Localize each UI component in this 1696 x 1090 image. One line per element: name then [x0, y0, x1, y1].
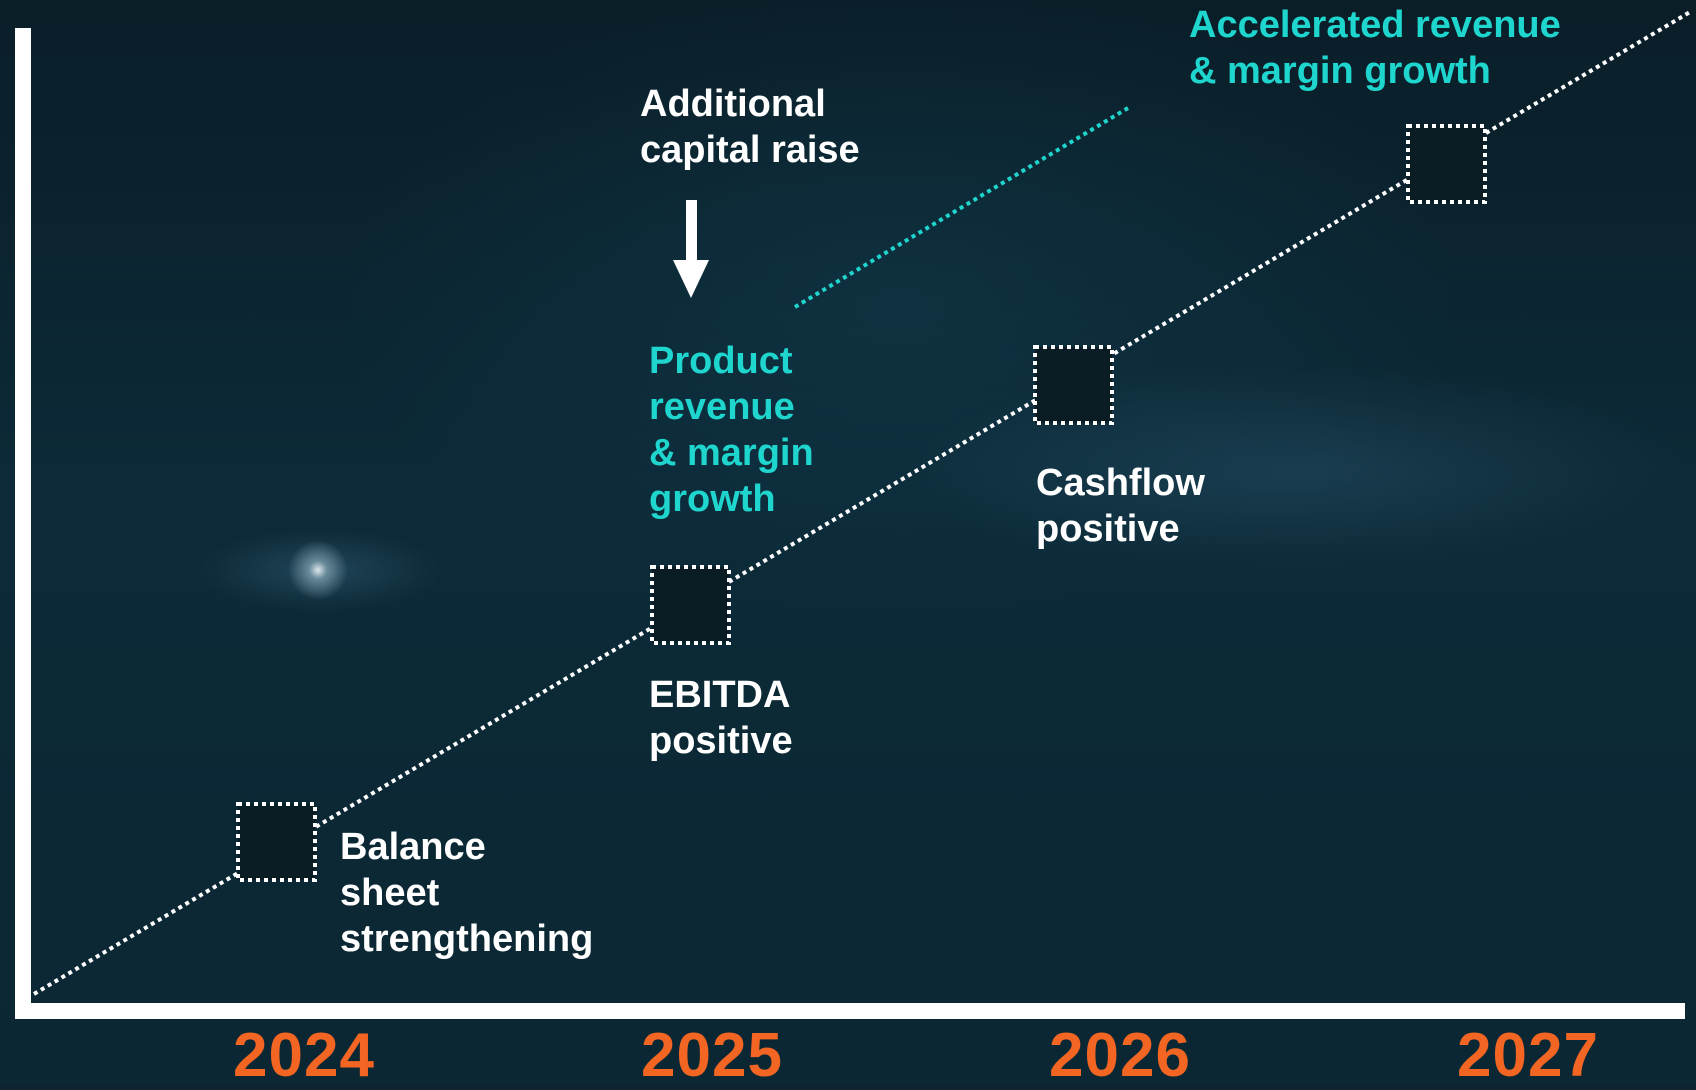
- annotation-product-growth: Product revenue & margin growth: [649, 340, 814, 520]
- arrow-down-icon: [673, 200, 709, 298]
- year-label-2024: 2024: [233, 1021, 375, 1090]
- year-label-2025: 2025: [641, 1021, 783, 1090]
- milestone-label-balance-sheet: Balance sheet strengthening: [340, 826, 594, 960]
- milestone-box-balance: [236, 802, 317, 882]
- milestone-box-accelerated: [1406, 124, 1487, 204]
- light-flare: [278, 540, 358, 600]
- annotation-capital-raise: Additional capital raise: [640, 83, 860, 171]
- year-label-2026: 2026: [1049, 1021, 1191, 1090]
- annotation-accelerated-growth: Accelerated revenue & margin growth: [1189, 4, 1561, 92]
- accelerated-growth-line: [793, 106, 1130, 309]
- milestone-box-ebitda: [650, 565, 731, 645]
- milestone-label-ebitda: EBITDA positive: [649, 674, 793, 762]
- y-axis: [15, 28, 31, 1018]
- milestone-label-cashflow: Cashflow positive: [1036, 462, 1205, 550]
- year-label-2027: 2027: [1457, 1021, 1599, 1090]
- milestone-box-cashflow: [1033, 345, 1114, 425]
- x-axis: [15, 1003, 1685, 1019]
